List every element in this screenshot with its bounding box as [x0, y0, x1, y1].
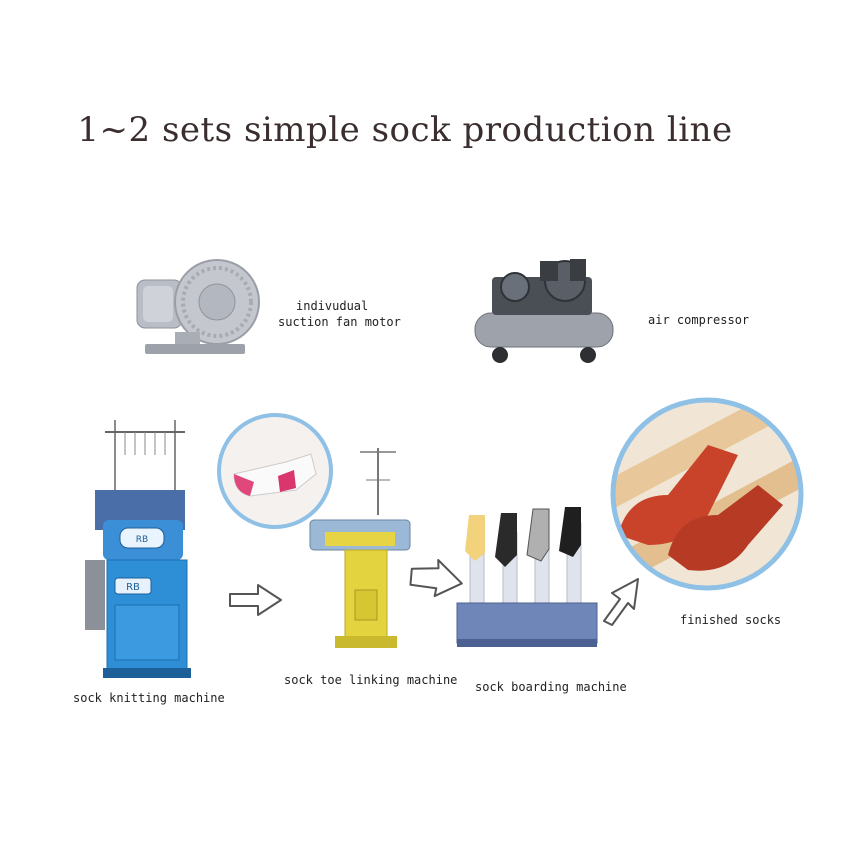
flow-arrow-icon: [409, 559, 463, 598]
page-title-text: 1~2 sets simple sock production line: [77, 110, 733, 150]
air-compressor-image: [474, 259, 614, 363]
boarding-machine-label-text: sock boarding machine: [475, 680, 627, 694]
toe-linking-machine-label-text: sock toe linking machine: [284, 673, 458, 687]
toe-linking-machine-label: sock toe linking machine: [284, 672, 457, 688]
knitting-machine-label-text: sock knitting machine: [73, 691, 225, 705]
sock-toe-linking-machine-image: [309, 448, 411, 648]
boarding-machine-label: sock boarding machine: [475, 679, 627, 695]
page-title: 1~2 sets simple sock production line: [0, 110, 850, 150]
finished-socks-label: finished socks: [680, 612, 781, 628]
knitting-machine-label: sock knitting machine: [73, 690, 225, 706]
air-compressor-label: air compressor: [648, 312, 749, 328]
suction-fan-label-line2: suction fan motor: [278, 315, 401, 329]
flow-arrow-icon: [603, 578, 639, 626]
suction-fan-motor-image: [136, 259, 260, 354]
finished-socks-image: [610, 397, 804, 591]
suction-fan-label: indivudual suction fan motor: [278, 298, 401, 330]
knitting-top-badge: RB: [136, 535, 148, 545]
finished-socks-label-text: finished socks: [680, 613, 782, 627]
knitting-panel-badge: RB: [126, 582, 140, 593]
pink-sock-image: [217, 413, 333, 529]
sock-boarding-machine-image: [456, 507, 598, 647]
air-compressor-label-text: air compressor: [648, 313, 750, 327]
sock-knitting-machine-image: RB RB: [85, 420, 191, 678]
suction-fan-label-line1: indivudual: [296, 299, 369, 313]
flow-arrow-icon: [229, 584, 282, 616]
